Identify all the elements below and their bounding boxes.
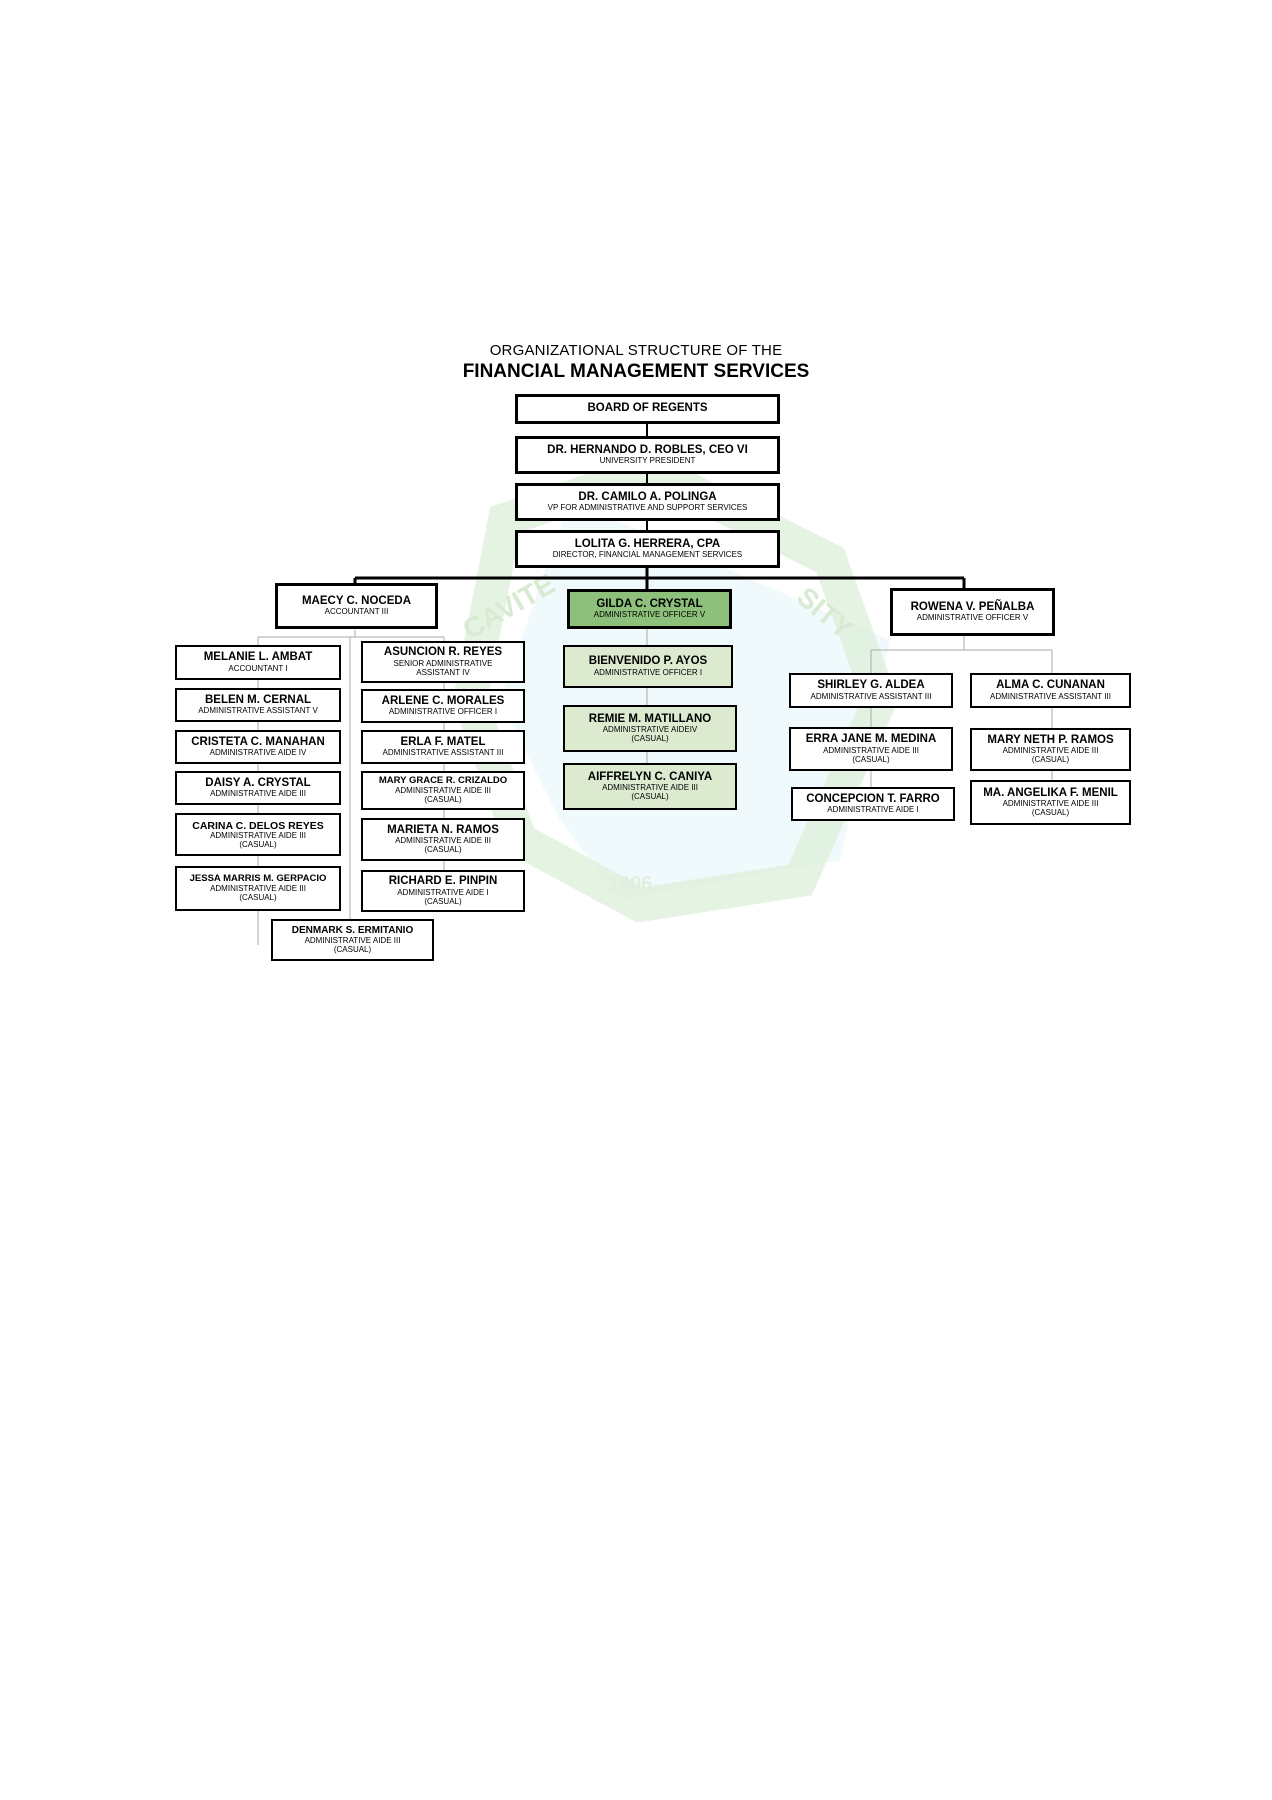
node-matillano: REMIE M. MATILLANO ADMINISTRATIVE AIDEIV… [563,705,737,752]
node-name: ASUNCION R. REYES [383,646,503,659]
node-board-of-regents: BOARD OF REGENTS [515,394,780,424]
node-name: BOARD OF REGENTS [587,402,708,415]
node-name: LOLITA G. HERRERA, CPA [574,537,721,550]
node-position: ADMINISTRATIVE AIDE III (CASUAL) [395,836,491,855]
node-name: CARINA C. DELOS REYES [192,819,324,832]
node-name: REMIE M. MATILLANO [588,712,712,725]
node-penalba: ROWENA V. PEÑALBA ADMINISTRATIVE OFFICER… [890,588,1055,636]
node-name: MA. ANGELIKA F. MENIL [983,786,1118,799]
node-name: DAISY A. CRYSTAL [205,776,311,789]
node-name: ROWENA V. PEÑALBA [910,600,1035,613]
node-marieta-ramos: MARIETA N. RAMOS ADMINISTRATIVE AIDE III… [361,818,525,861]
node-vp-administrative: DR. CAMILO A. POLINGA VP FOR ADMINISTRAT… [515,483,780,521]
node-name: RICHARD E. PINPIN [388,875,498,888]
node-name: CONCEPCION T. FARRO [806,792,940,805]
node-position: ADMINISTRATIVE OFFICER I [593,667,703,677]
node-position: ADMINISTRATIVE AIDE IV [209,748,307,758]
node-name: DR. CAMILO A. POLINGA [578,490,717,503]
node-position: DIRECTOR, FINANCIAL MANAGEMENT SERVICES [552,550,743,560]
node-position: ADMINISTRATIVE AIDE I (CASUAL) [397,887,489,906]
node-mary-neth-ramos: MARY NETH P. RAMOS ADMINISTRATIVE AIDE I… [970,728,1131,771]
node-position: ADMINISTRATIVE AIDE III (CASUAL) [602,783,698,802]
node-cunanan: ALMA C. CUNANAN ADMINISTRATIVE ASSISTANT… [970,673,1131,708]
node-pinpin: RICHARD E. PINPIN ADMINISTRATIVE AIDE I … [361,870,525,912]
node-position: ACCOUNTANT III [324,607,389,617]
node-position: VP FOR ADMINISTRATIVE AND SUPPORT SERVIC… [547,503,748,513]
node-name: MARIETA N. RAMOS [387,823,499,836]
node-caniya: AIFFRELYN C. CANIYA ADMINISTRATIVE AIDE … [563,763,737,810]
node-name: DR. HERNANDO D. ROBLES, CEO VI [547,443,748,456]
node-manahan: CRISTETA C. MANAHAN ADMINISTRATIVE AIDE … [175,730,341,764]
node-aldea: SHIRLEY G. ALDEA ADMINISTRATIVE ASSISTAN… [789,673,953,708]
node-name: AIFFRELYN C. CANIYA [587,770,713,783]
node-position: ADMINISTRATIVE AIDE III (CASUAL) [1002,799,1099,818]
chart-title-line1: ORGANIZATIONAL STRUCTURE OF THE [489,342,783,359]
node-position: ADMINISTRATIVE AIDEIV (CASUAL) [602,725,698,744]
node-position: UNIVERSITY PRESIDENT [599,456,696,466]
node-position: ADMINISTRATIVE ASSISTANT III [810,691,932,701]
node-asuncion-reyes: ASUNCION R. REYES SENIOR ADMINISTRATIVE … [361,641,525,683]
node-position: ACCOUNTANT I [228,663,288,673]
node-name: MARY GRACE R. CRIZALDO [378,775,508,787]
node-daisy-crystal: DAISY A. CRYSTAL ADMINISTRATIVE AIDE III [175,771,341,805]
node-position: SENIOR ADMINISTRATIVE ASSISTANT IV [393,658,493,677]
node-position: ADMINISTRATIVE OFFICER V [916,613,1029,623]
node-farro: CONCEPCION T. FARRO ADMINISTRATIVE AIDE … [791,787,955,821]
node-name: DENMARK S. ERMITANIO [291,925,414,937]
chart-title-line2: FINANCIAL MANAGEMENT SERVICES [462,361,810,382]
node-position: ADMINISTRATIVE OFFICER I [388,707,498,717]
node-ermitanio: DENMARK S. ERMITANIO ADMINISTRATIVE AIDE… [271,919,434,961]
node-morales: ARLENE C. MORALES ADMINISTRATIVE OFFICER… [361,689,525,723]
node-position: ADMINISTRATIVE AIDE III (CASUAL) [210,884,306,902]
node-position: ADMINISTRATIVE ASSISTANT III [990,691,1111,701]
node-position: ADMINISTRATIVE AIDE III (CASUAL) [210,830,306,849]
node-noceda: MAECY C. NOCEDA ACCOUNTANT III [275,583,438,629]
node-name: ARLENE C. MORALES [381,694,505,707]
node-crizaldo: MARY GRACE R. CRIZALDO ADMINISTRATIVE AI… [361,771,525,810]
node-gilda-crystal: GILDA C. CRYSTAL ADMINISTRATIVE OFFICER … [567,589,732,629]
node-ayos: BIENVENIDO P. AYOS ADMINISTRATIVE OFFICE… [563,645,733,688]
node-cernal: BELEN M. CERNAL ADMINISTRATIVE ASSISTANT… [175,688,341,722]
node-position: ADMINISTRATIVE AIDE III (CASUAL) [395,786,491,804]
node-position: ADMINISTRATIVE AIDE III [210,789,306,799]
node-name: CRISTETA C. MANAHAN [191,735,325,748]
node-name: MARY NETH P. RAMOS [987,733,1114,746]
node-name: MAECY C. NOCEDA [301,594,412,607]
node-position: ADMINISTRATIVE ASSISTANT III [382,748,504,758]
node-name: JESSA MARRIS M. GERPACIO [189,873,327,885]
node-director-fms: LOLITA G. HERRERA, CPA DIRECTOR, FINANCI… [515,530,780,568]
node-position: ADMINISTRATIVE AIDE III (CASUAL) [304,935,401,954]
node-position: ADMINISTRATIVE AIDE I [827,805,919,815]
node-delos-reyes: CARINA C. DELOS REYES ADMINISTRATIVE AID… [175,813,341,856]
node-menil: MA. ANGELIKA F. MENIL ADMINISTRATIVE AID… [970,780,1131,825]
node-position: ADMINISTRATIVE ASSISTANT V [198,706,318,716]
node-name: BIENVENIDO P. AYOS [588,655,708,668]
node-name: ERRA JANE M. MEDINA [805,733,937,746]
node-name: ALMA C. CUNANAN [996,679,1105,692]
node-position: ADMINISTRATIVE AIDE III (CASUAL) [823,745,919,764]
node-gerpacio: JESSA MARRIS M. GERPACIO ADMINISTRATIVE … [175,866,341,911]
node-name: SHIRLEY G. ALDEA [817,679,925,692]
node-name: BELEN M. CERNAL [204,693,312,706]
node-university-president: DR. HERNANDO D. ROBLES, CEO VI UNIVERSIT… [515,436,780,474]
node-name: GILDA C. CRYSTAL [596,597,703,610]
node-ambat: MELANIE L. AMBAT ACCOUNTANT I [175,645,341,680]
node-name: ERLA F. MATEL [400,735,486,748]
node-medina: ERRA JANE M. MEDINA ADMINISTRATIVE AIDE … [789,727,953,771]
node-position: ADMINISTRATIVE AIDE III (CASUAL) [1002,746,1099,765]
node-name: MELANIE L. AMBAT [203,651,313,664]
node-matel: ERLA F. MATEL ADMINISTRATIVE ASSISTANT I… [361,730,525,764]
node-position: ADMINISTRATIVE OFFICER V [593,610,706,620]
